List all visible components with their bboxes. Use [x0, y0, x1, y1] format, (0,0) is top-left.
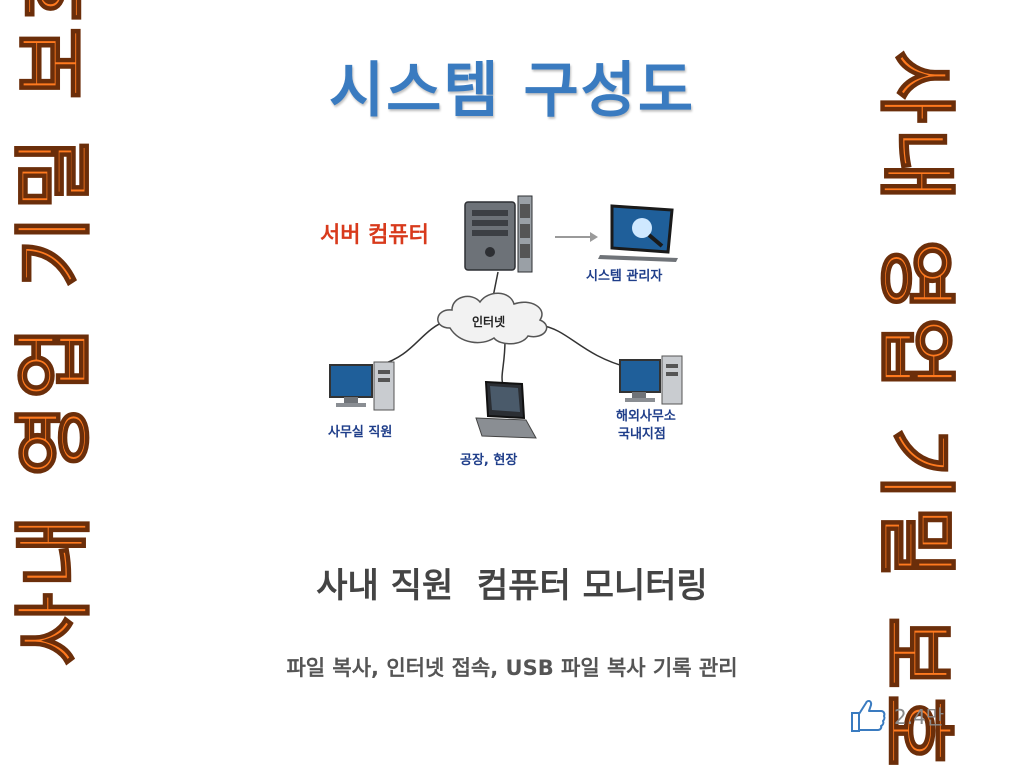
field-label: 공장, 현장 — [460, 452, 517, 468]
overseas-label-1: 해외사무소 — [616, 408, 676, 424]
system-diagram: 서버 컴퓨터 시스템 관리자 인터넷 사무실 직원 공장, 현장 해외사무소 — [320, 195, 683, 468]
overseas-pc-icon — [619, 355, 683, 405]
arrow-icon — [555, 232, 598, 242]
thumbs-up-icon[interactable] — [848, 695, 888, 735]
link-cloud-laptop — [501, 339, 506, 386]
overseas-label-2: 국내지점 — [618, 426, 666, 442]
server-icon — [464, 195, 533, 273]
link-cloud-office — [379, 319, 449, 366]
subtitle: 사내 직원 컴퓨터 모니터링 — [316, 566, 708, 606]
cloud-label: 인터넷 — [472, 314, 505, 329]
office-label: 사무실 직원 — [328, 424, 392, 440]
admin-label: 시스템 관리자 — [586, 268, 662, 284]
link-cloud-overseas — [539, 324, 631, 369]
like-counter[interactable]: 2.4만 — [848, 695, 944, 735]
server-label: 서버 컴퓨터 — [320, 223, 429, 248]
cloud-icon — [437, 292, 548, 345]
laptop-icon — [475, 380, 537, 439]
like-count: 2.4만 — [894, 704, 945, 729]
caption: 파일 복사, 인터넷 접속, USB 파일 복사 기록 관리 — [286, 656, 738, 680]
admin-monitor-icon — [598, 204, 678, 262]
page-title: 시스템 구성도 — [328, 56, 696, 126]
office-pc-icon — [329, 361, 395, 411]
